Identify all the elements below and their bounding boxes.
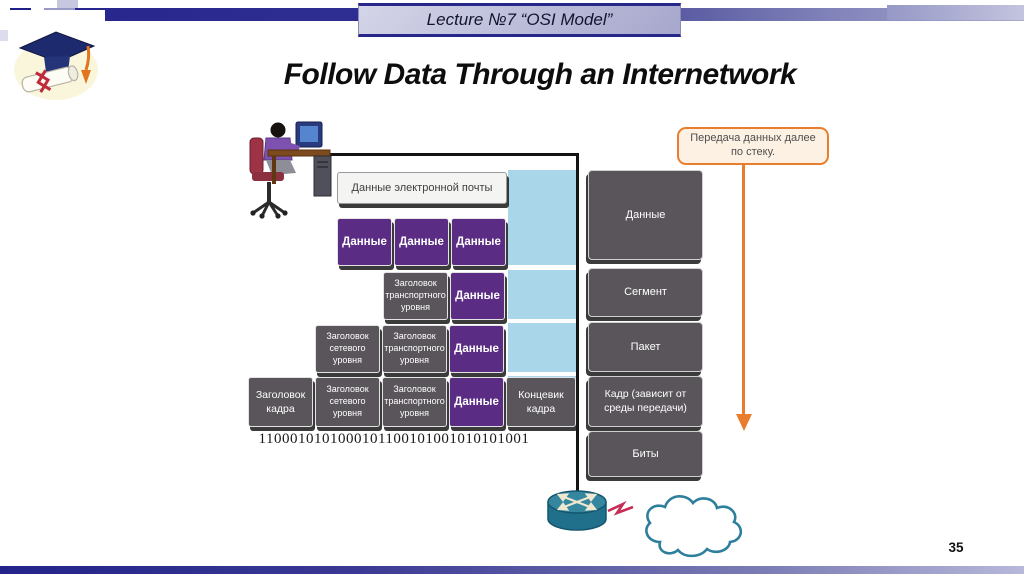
- router-icon: [547, 490, 607, 531]
- serial-link-zigzag-icon: [607, 500, 634, 516]
- encap-cell-data: Данные: [394, 218, 449, 266]
- stack-transfer-callout-text: Передача данных далее по стеку.: [690, 132, 816, 158]
- deco-square: [57, 0, 78, 11]
- transfer-arrow-head-icon: [736, 414, 752, 431]
- cyan-column-segment: [508, 270, 576, 319]
- encap-cell-hdr: Заголовок транспортного уровня: [383, 272, 448, 320]
- deco-square: [0, 30, 9, 41]
- encap-cell-hdr: Заголовок сетевого уровня: [315, 377, 380, 427]
- workstation-user-graphic: [249, 121, 332, 219]
- router-cloud-graphic: [547, 490, 743, 558]
- encap-cell-email: Данные электронной почты: [337, 172, 507, 204]
- pdu-box-0: Данные: [588, 170, 703, 260]
- wire-vertical: [576, 153, 579, 497]
- bottom-bar: [0, 566, 1024, 574]
- encap-cell-trailer: Концевик кадра: [506, 377, 576, 427]
- wire-horizontal: [316, 153, 578, 156]
- encap-cell-data: Данные: [449, 377, 504, 427]
- workstation-user-icon: [238, 116, 338, 226]
- encap-cell-hdr: Заголовок транспортного уровня: [382, 325, 447, 373]
- transfer-arrow-line: [742, 165, 745, 415]
- encap-cell-hdr_lg: Заголовок кадра: [248, 377, 313, 427]
- stack-transfer-callout: Передача данных далее по стеку.: [677, 127, 829, 165]
- graduation-cap-logo: [8, 10, 105, 110]
- bits-string: 1100010101000101100101001010101001: [258, 431, 530, 447]
- pdu-box-1: Сегмент: [588, 268, 703, 317]
- pdu-box-4: Биты: [588, 431, 703, 477]
- pdu-box-3: Кадр (зависит от среды передачи): [588, 376, 703, 427]
- encap-cell-data: Данные: [450, 272, 505, 320]
- encap-cell-hdr: Заголовок сетевого уровня: [315, 325, 380, 373]
- encap-cell-data: Данные: [449, 325, 504, 373]
- slide-title: Follow Data Through an Internetwork: [283, 58, 797, 91]
- encap-cell-data: Данные: [451, 218, 506, 266]
- network-cloud-icon: [645, 495, 743, 558]
- lecture-banner: Lecture №7 “OSI Model”: [358, 3, 681, 37]
- top-bar-end: [887, 5, 1024, 20]
- page-number: 35: [948, 540, 964, 555]
- graduation-cap-icon: [14, 31, 98, 100]
- encap-cell-hdr: Заголовок транспортного уровня: [382, 377, 447, 427]
- encap-cell-data: Данные: [337, 218, 392, 266]
- cyan-column-segment: [508, 323, 576, 372]
- network-bottom-group: [540, 480, 750, 574]
- pdu-box-2: Пакет: [588, 322, 703, 372]
- cyan-column-segment: [508, 170, 576, 265]
- encapsulation-row-0: Данные электронной почты: [337, 172, 507, 204]
- lecture-banner-label: Lecture №7 “OSI Model”: [426, 10, 613, 29]
